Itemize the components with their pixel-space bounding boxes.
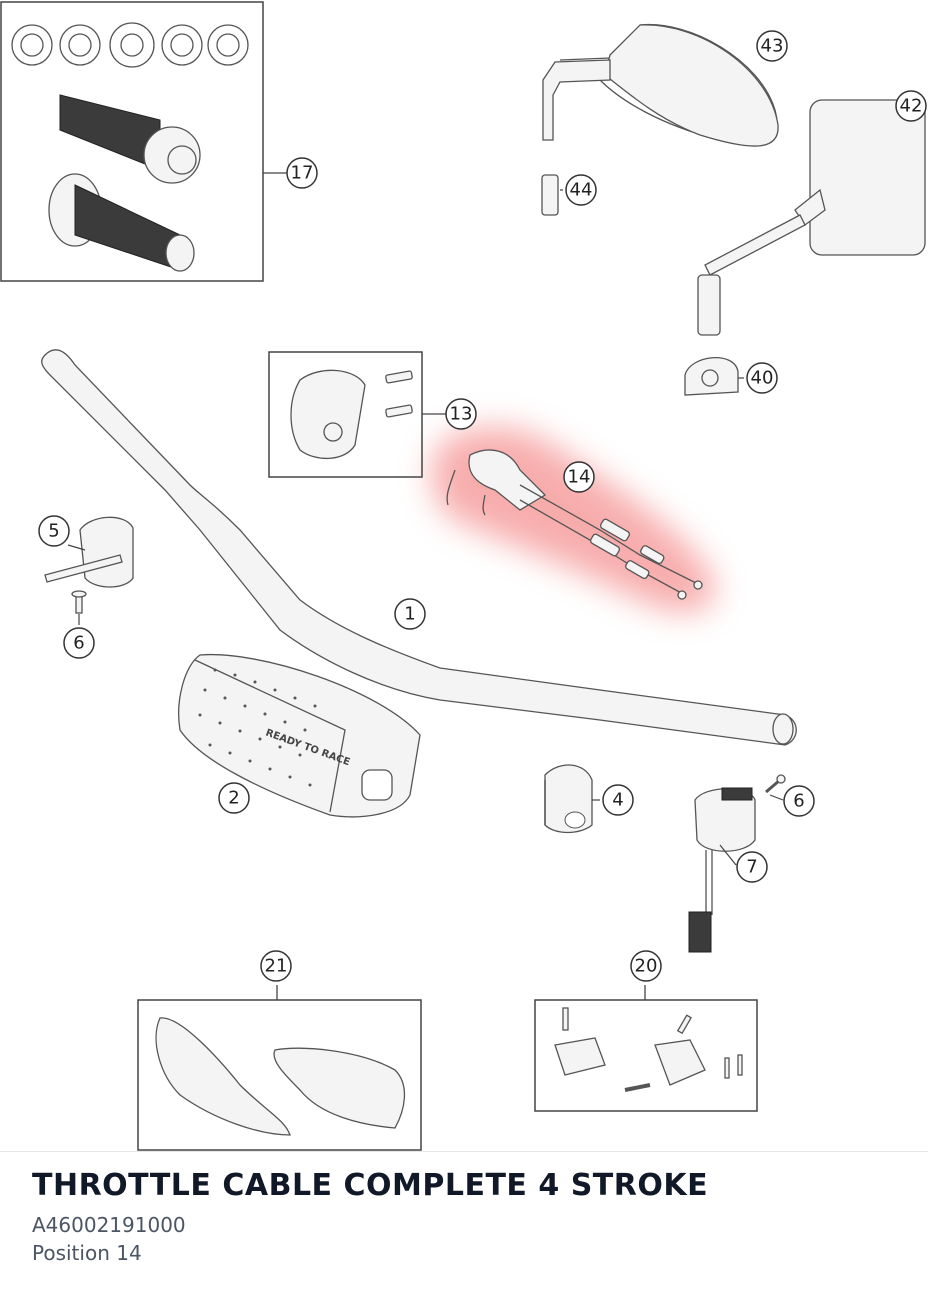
- callout-42[interactable]: 42: [895, 90, 927, 122]
- svg-text:14: 14: [568, 467, 591, 488]
- svg-text:1: 1: [404, 604, 415, 625]
- callout-17[interactable]: 17: [286, 157, 318, 189]
- svg-text:5: 5: [48, 521, 59, 542]
- svg-text:6: 6: [73, 633, 84, 654]
- screw-6-right[interactable]: [765, 774, 786, 794]
- callout-6-right[interactable]: 6: [783, 785, 815, 817]
- clamp-5[interactable]: [44, 516, 134, 588]
- svg-text:7: 7: [746, 857, 757, 878]
- mirror-43[interactable]: [542, 23, 779, 147]
- part-number: A46002191000: [32, 1213, 186, 1237]
- bar-pad-2[interactable]: READY TO RACE: [178, 653, 421, 818]
- bolt-44[interactable]: [541, 174, 559, 216]
- part-info: THROTTLE CABLE COMPLETE 4 STROKE A460021…: [32, 1168, 912, 1267]
- callout-5[interactable]: 5: [38, 515, 70, 547]
- throttle-cable-14[interactable]: [446, 449, 703, 600]
- svg-text:4: 4: [612, 790, 623, 811]
- callout-14[interactable]: 14: [563, 461, 595, 493]
- callout-4[interactable]: 4: [602, 784, 634, 816]
- callout-6-left[interactable]: 6: [63, 627, 95, 659]
- svg-text:6: 6: [793, 791, 804, 812]
- svg-text:13: 13: [450, 404, 473, 425]
- callout-43[interactable]: 43: [756, 30, 788, 62]
- svg-text:44: 44: [570, 180, 593, 201]
- clamp-40[interactable]: [684, 357, 739, 396]
- callout-13[interactable]: 13: [445, 398, 477, 430]
- svg-text:40: 40: [751, 368, 774, 389]
- callout-20[interactable]: 20: [630, 950, 662, 982]
- callout-1[interactable]: 1: [394, 598, 426, 630]
- throttle-housing-group[interactable]: [268, 351, 446, 478]
- part-title: THROTTLE CABLE COMPLETE 4 STROKE: [32, 1168, 709, 1203]
- svg-text:20: 20: [635, 956, 658, 977]
- switch-7[interactable]: [688, 787, 756, 953]
- svg-text:42: 42: [900, 96, 923, 117]
- hand-guards-group[interactable]: [137, 985, 422, 1151]
- mirror-42[interactable]: [697, 99, 926, 336]
- callout-40[interactable]: 40: [746, 362, 778, 394]
- mounting-kit-group[interactable]: [534, 985, 758, 1112]
- grips-group[interactable]: [0, 1, 287, 282]
- handlebar-1[interactable]: [41, 349, 797, 746]
- svg-text:43: 43: [761, 36, 784, 57]
- callout-44[interactable]: 44: [565, 174, 597, 206]
- callout-2[interactable]: 2: [218, 782, 250, 814]
- svg-text:21: 21: [265, 956, 288, 977]
- switch-4[interactable]: [544, 764, 593, 834]
- callout-21[interactable]: 21: [260, 950, 292, 982]
- svg-text:2: 2: [228, 788, 239, 809]
- parts-diagram: READY TO RACE: [0, 1, 927, 1151]
- divider: [0, 1151, 928, 1152]
- part-position: Position 14: [32, 1241, 142, 1265]
- callout-7[interactable]: 7: [736, 851, 768, 883]
- svg-text:17: 17: [291, 163, 314, 184]
- screw-6-left[interactable]: [71, 590, 87, 614]
